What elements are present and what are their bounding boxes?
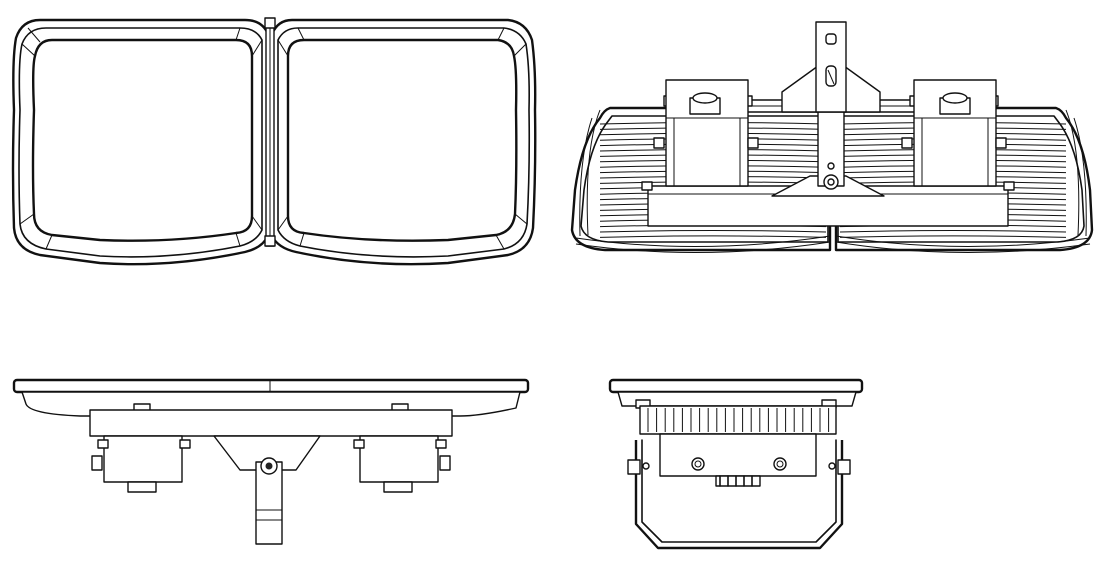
bottom-lens-rims [575,235,1091,253]
crossbar-bracket [641,175,1015,227]
back-view [570,21,1094,253]
front-view [11,17,537,266]
mounting-yoke [781,21,881,190]
left-lens-panel [11,18,270,266]
driver-box-left-side [91,435,191,493]
center-hinge [264,17,276,247]
side-view-long [12,378,530,545]
fin-line [599,230,827,233]
fin-line [839,230,1067,233]
fin-line [839,235,1067,238]
fin-line [599,235,827,238]
driver-box-left [653,79,759,187]
driver-box-right [901,79,1007,187]
driver-box-right-side [353,435,451,493]
side-view-short [608,378,864,550]
right-lens-panel [270,18,537,266]
heatsink-fins-side [647,408,830,432]
